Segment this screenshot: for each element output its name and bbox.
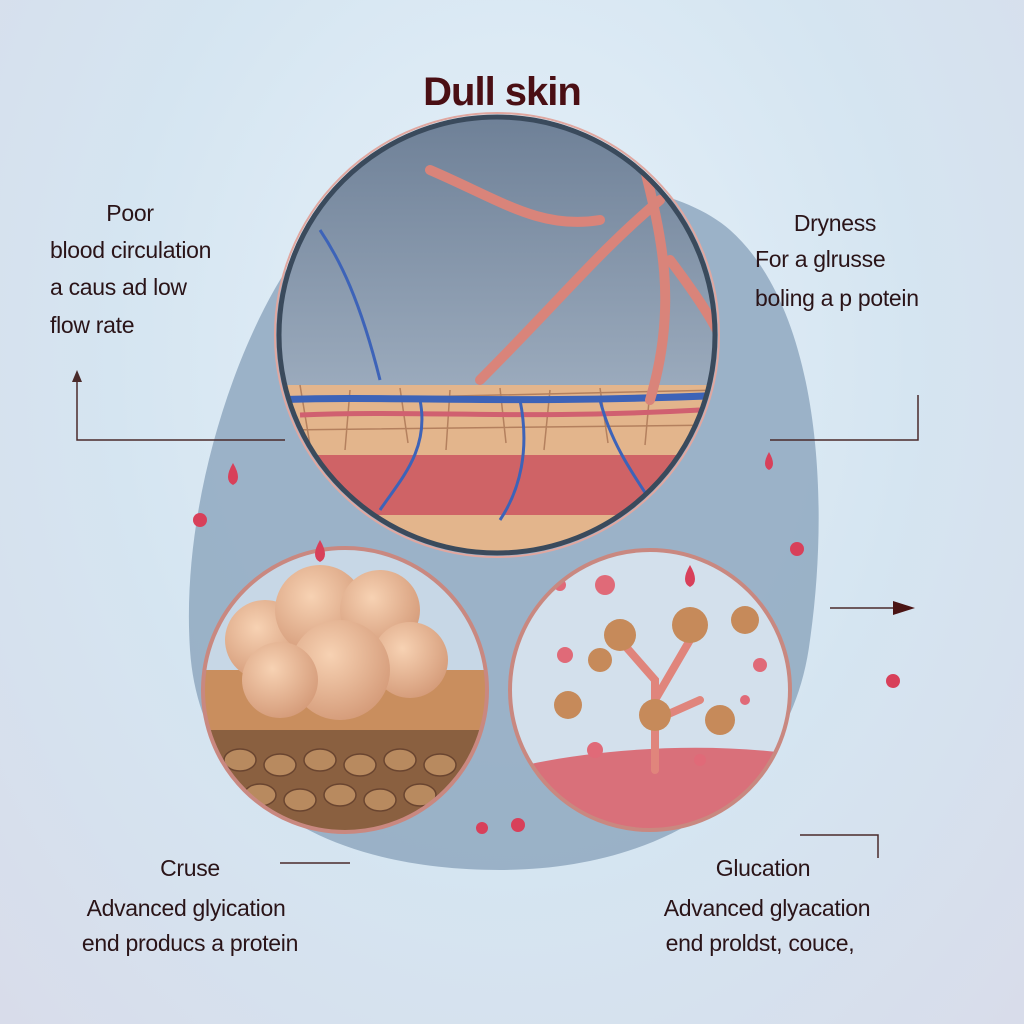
label-dryness-line3: boling a p potein [755,285,919,311]
label-age-left-line3: end producs a protein [81,930,299,956]
label-cruse: Cruse [160,855,220,881]
connector-lines [76,378,919,864]
glycation-lump-circle [203,548,487,832]
label-low-flow: a caus ad low [50,274,187,300]
label-age-right-line3: end proldst, couce, [665,930,855,956]
arrow-up-icon [72,370,82,382]
label-flow-rate: flow rate [50,312,135,338]
label-age-left: Advanced glyication [86,895,286,921]
arrow-right-icon [893,601,915,615]
label-poor: Poor [106,200,154,226]
label-glucation: Glucation [715,855,811,881]
label-dryness-line2: For a glrusse [755,246,886,272]
label-dryness: Dryness [793,210,877,236]
label-blood-circulation: blood circulation [50,237,212,263]
label-age-right: Advanced glyacation [663,895,871,921]
page-title: Dull skin [423,70,582,114]
droplets [193,452,900,834]
